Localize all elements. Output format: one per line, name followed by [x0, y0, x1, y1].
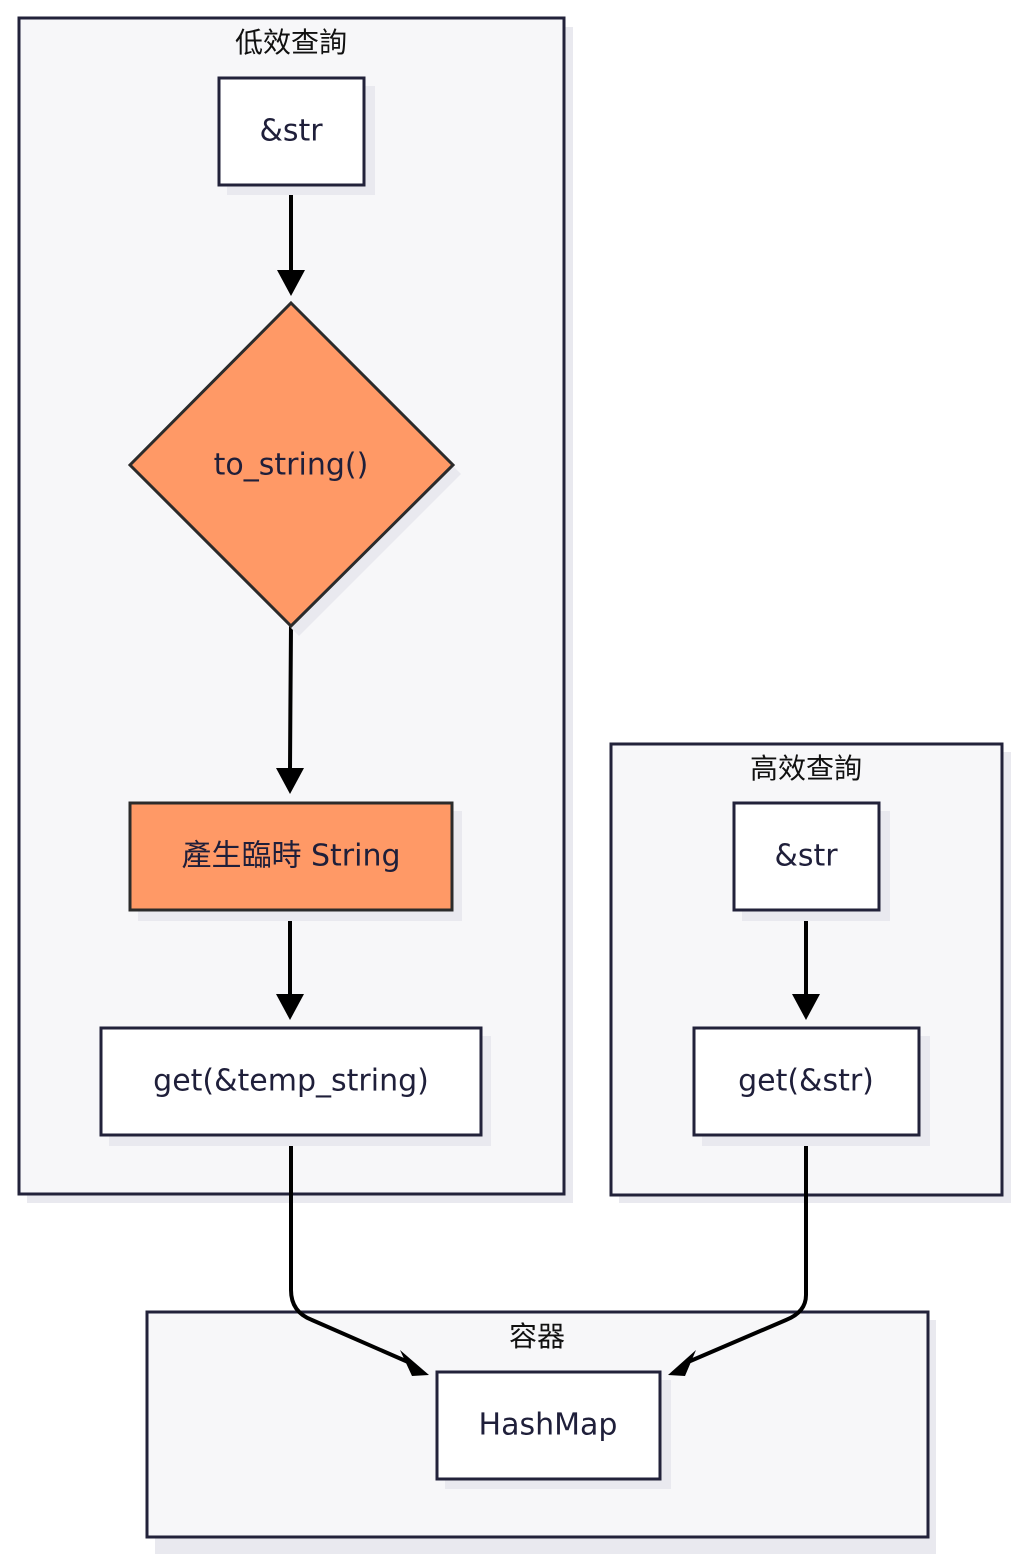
- arrowhead-hashmap-left: [400, 1350, 429, 1376]
- node-temp-string-label: 產生臨時 String: [181, 839, 400, 874]
- decision-diamond: [127, 300, 456, 629]
- cluster-inefficient-title: 低效查詢: [235, 26, 347, 59]
- arrowhead-temp: [276, 768, 304, 794]
- node-get-temp-string[interactable]: get(&temp_string): [99, 1026, 491, 1146]
- edge-get-temp-to-hashmap: [289, 1136, 409, 1364]
- arrowhead-get-temp: [276, 994, 304, 1020]
- edge-tostring-to-temp: [288, 625, 293, 771]
- node-get-str[interactable]: get(&str): [692, 1026, 930, 1146]
- node-to-string-decision[interactable]: to_string(): [127, 300, 461, 636]
- node-hashmap-label: HashMap: [479, 1408, 618, 1443]
- cluster-efficient-title: 高效查詢: [750, 752, 862, 785]
- node-fast-str-input[interactable]: &str: [732, 801, 890, 921]
- edge-get-str-to-hashmap: [687, 1136, 808, 1364]
- node-get-temp-label: get(&temp_string): [153, 1064, 429, 1099]
- arrowhead-hashmap-right: [668, 1350, 696, 1376]
- node-slow-str-label: &str: [259, 114, 323, 149]
- node-slow-str-input[interactable]: &str: [217, 76, 375, 195]
- node-to-string-label: to_string(): [214, 448, 369, 483]
- cluster-container-title: 容器: [509, 1320, 565, 1353]
- node-hashmap[interactable]: HashMap: [435, 1370, 671, 1489]
- arrowhead-get-str: [792, 994, 820, 1020]
- node-fast-str-label: &str: [774, 839, 838, 874]
- edges: [276, 185, 820, 1376]
- arrowhead-tostring: [277, 270, 305, 296]
- node-temp-string[interactable]: 產生臨時 String: [128, 801, 462, 921]
- node-get-str-label: get(&str): [738, 1064, 874, 1099]
- cluster-container: 容器: [145, 1310, 936, 1554]
